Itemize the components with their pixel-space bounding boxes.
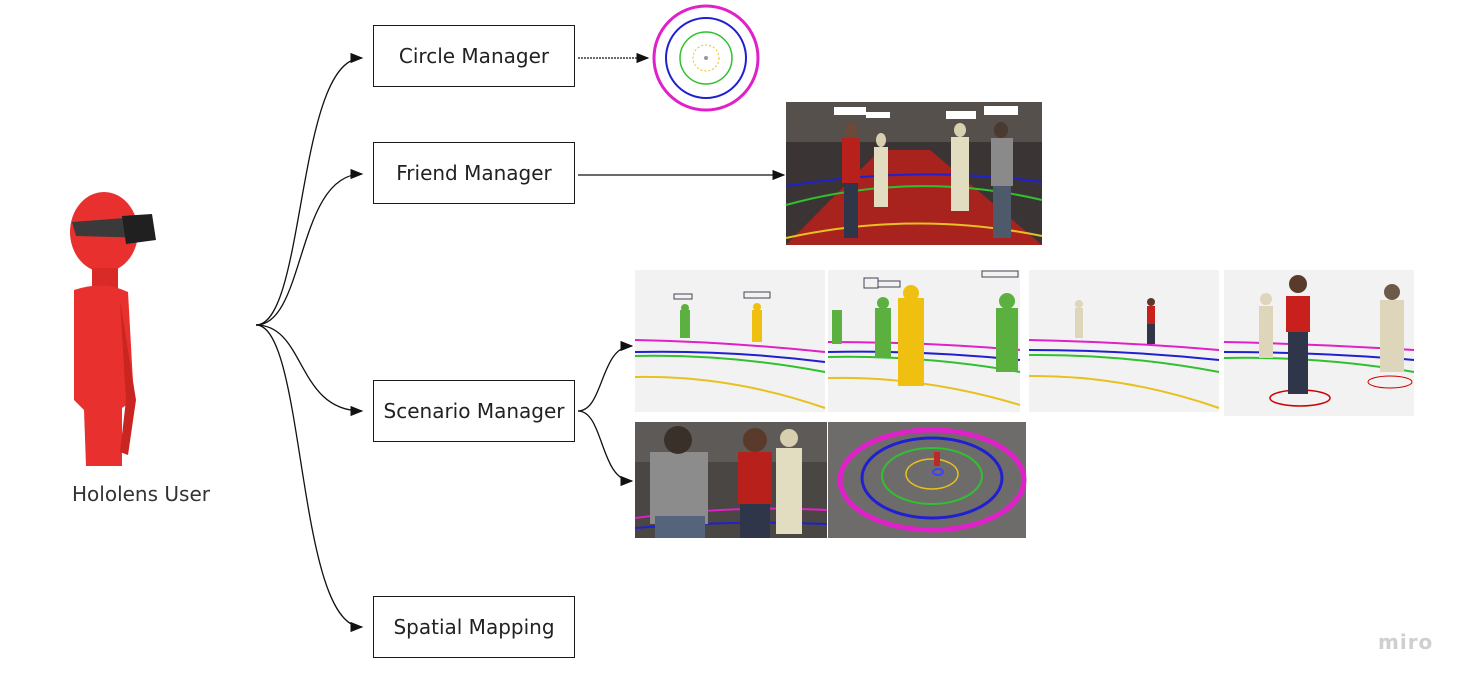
scenario-screenshot-3 <box>1028 270 1220 412</box>
scenario-manager-box[interactable]: Scenario Manager <box>373 380 575 442</box>
connector-scenario <box>255 324 364 417</box>
connector-scenario-output-1 <box>577 340 634 412</box>
scenario-screenshot-4 <box>1223 270 1415 416</box>
spatial-mapping-label: Spatial Mapping <box>393 615 555 639</box>
concentric-circles-diagram <box>652 4 760 112</box>
circle-manager-box[interactable]: Circle Manager <box>373 25 575 87</box>
connector-spatial <box>255 324 364 633</box>
scenario-manager-label: Scenario Manager <box>383 399 565 423</box>
connector-circle <box>255 52 364 326</box>
connectors <box>255 52 786 633</box>
spatial-mapping-box[interactable]: Spatial Mapping <box>373 596 575 658</box>
hololens-user-figure <box>70 192 156 466</box>
scenario-screenshot-6 <box>828 422 1027 538</box>
scenario-screenshot-5 <box>634 422 828 538</box>
scenario-screenshot-1 <box>634 270 826 412</box>
friend-manager-box[interactable]: Friend Manager <box>373 142 575 204</box>
scenario-screenshot-2 <box>827 270 1021 412</box>
connector-scenario-output-2 <box>577 410 634 487</box>
hololens-user-label: Hololens User <box>72 482 210 506</box>
connector-friend <box>255 168 364 326</box>
friend-manager-label: Friend Manager <box>396 161 552 185</box>
circle-manager-label: Circle Manager <box>398 44 550 68</box>
friend-manager-screenshot <box>785 102 1043 245</box>
miro-watermark: miro <box>1378 630 1434 654</box>
